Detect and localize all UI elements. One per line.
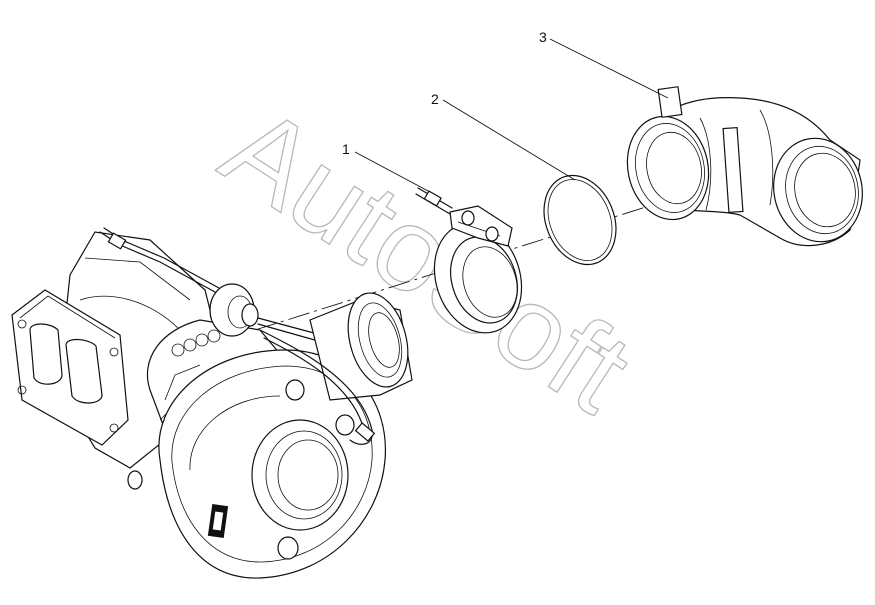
- callout-2: 2: [431, 91, 439, 107]
- assembly-centerline: [254, 189, 701, 331]
- elbow-hose: [626, 86, 863, 247]
- callout-1: 1: [342, 141, 350, 157]
- callout-3: 3: [539, 29, 547, 45]
- turbocharger-assembly: [11, 227, 413, 579]
- o-ring-seal: [543, 174, 617, 266]
- leader-line-3: [549, 38, 669, 99]
- leader-line-2: [442, 99, 576, 181]
- v-band-clamp: [415, 187, 523, 334]
- leader-line-1: [354, 151, 431, 193]
